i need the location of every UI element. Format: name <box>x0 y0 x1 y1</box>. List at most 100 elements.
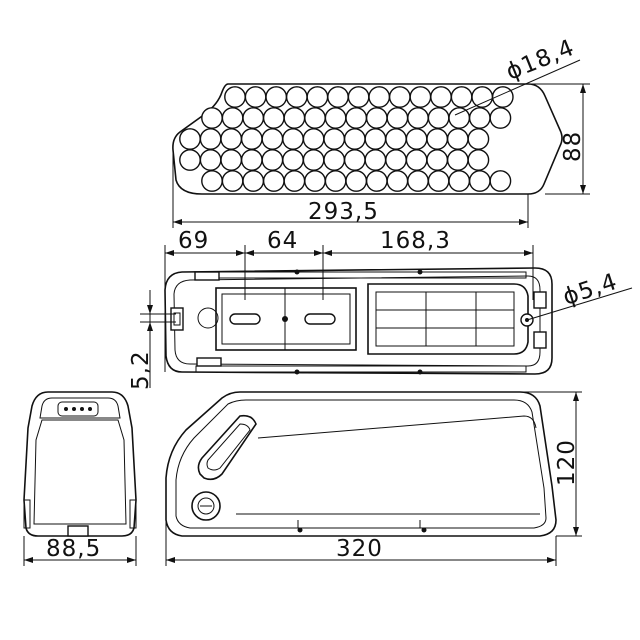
pack-height-arrow-bottom <box>580 185 586 194</box>
battery-cell <box>221 107 244 129</box>
end-side-left <box>23 499 31 529</box>
battery-cell <box>221 170 244 192</box>
battery-cell <box>220 128 243 150</box>
battery-cell <box>364 128 387 150</box>
end-width-arrow-right <box>127 557 136 563</box>
battery-cell <box>385 128 407 150</box>
battery-cell <box>468 170 491 192</box>
battery-cell <box>467 128 490 150</box>
mount-frame-left-inner <box>221 293 351 345</box>
cell-pack-outline <box>172 83 563 195</box>
mount-offset-2-label: 64 <box>267 228 298 254</box>
housing-length-arrow-left <box>166 557 175 563</box>
battery-cell <box>201 170 223 192</box>
housing-height-arrow-bottom <box>573 527 579 536</box>
housing-length-arrow-right <box>547 557 556 563</box>
battery-cell <box>265 86 288 108</box>
battery-cell <box>304 170 326 192</box>
bottom-rail <box>195 365 527 373</box>
battery-cell <box>468 107 491 129</box>
right-connector-top <box>533 291 547 309</box>
pack-length-arrow-left <box>173 219 182 225</box>
battery-cell <box>261 128 284 150</box>
side-offset-label: 5,2 <box>128 350 154 390</box>
mount-arrow-c <box>245 250 254 256</box>
end-width-arrow-left <box>24 557 33 563</box>
battery-cell <box>471 86 494 108</box>
battery-cell <box>430 86 452 108</box>
mount-plate-view: 69 64 168,3 <box>128 228 633 390</box>
key-lock-outer <box>191 491 221 521</box>
battery-cell <box>240 128 263 150</box>
mount-arrow-e <box>323 250 332 256</box>
battery-cell <box>427 170 450 192</box>
battery-cell <box>262 107 285 129</box>
mount-arrow-b <box>236 250 245 256</box>
end-view-inner <box>33 419 127 525</box>
led-3 <box>80 407 84 411</box>
end-width-label: 88,5 <box>46 536 101 562</box>
battery-cell <box>201 107 223 129</box>
battery-cell <box>302 128 325 150</box>
mount-slot-1 <box>229 313 261 325</box>
battery-cell <box>386 107 409 129</box>
end-side-right <box>129 499 137 529</box>
battery-cell <box>345 107 368 129</box>
hole-diameter-label: ϕ5,4 <box>560 269 621 311</box>
battery-cell <box>304 107 326 129</box>
mount-plate-inner <box>173 275 541 367</box>
mount-frame-right <box>367 283 529 355</box>
left-latch-inner <box>173 312 181 326</box>
battery-cell <box>368 86 391 108</box>
battery-cell <box>446 149 469 171</box>
battery-cell <box>450 86 473 108</box>
battery-cell <box>343 128 366 150</box>
led-4 <box>88 407 92 411</box>
battery-cell <box>365 170 388 192</box>
end-connector <box>67 525 89 537</box>
battery-cell <box>323 128 346 150</box>
housing-height-label: 120 <box>554 439 580 486</box>
cell-grid <box>179 86 514 192</box>
battery-cell <box>489 170 512 192</box>
battery-cell <box>388 86 411 108</box>
battery-cell <box>323 149 346 171</box>
battery-cell <box>199 149 222 171</box>
battery-cell <box>343 149 366 171</box>
right-connector-bottom <box>533 331 547 349</box>
battery-cell <box>324 170 347 192</box>
screw-t1 <box>294 269 300 275</box>
mount-frame-left <box>215 287 357 351</box>
cell-pack-view: ϕ18,4 88 293,5 <box>172 35 590 228</box>
battery-cell <box>365 107 388 129</box>
battery-cell <box>427 107 450 129</box>
battery-cell <box>489 107 512 129</box>
battery-cell <box>283 107 306 129</box>
battery-cell <box>306 86 329 108</box>
battery-cell <box>407 170 429 192</box>
led-1 <box>64 407 68 411</box>
housing-outline <box>165 391 557 537</box>
mount-arrow-a <box>165 250 174 256</box>
center-screw <box>282 316 288 322</box>
housing-bevel-line <box>257 415 537 439</box>
mount-slot-2 <box>304 313 336 325</box>
battery-cell <box>240 149 263 171</box>
battery-cell <box>364 149 387 171</box>
battery-cell <box>426 149 449 171</box>
screw-b2 <box>417 369 423 375</box>
handle-recess <box>197 414 257 481</box>
battery-cell <box>446 128 469 150</box>
pack-height-arrow-top <box>580 84 586 93</box>
battery-cell <box>242 170 265 192</box>
battery-cell <box>282 128 304 150</box>
indicator-leds <box>64 407 92 411</box>
battery-cell <box>407 107 429 129</box>
left-round-boss <box>197 307 219 329</box>
cell-diameter-leader <box>454 59 581 116</box>
battery-cell <box>262 170 285 192</box>
battery-cell <box>386 170 409 192</box>
battery-cell <box>285 86 308 108</box>
key-lock-inner <box>197 497 215 515</box>
housing-inner <box>175 399 547 529</box>
